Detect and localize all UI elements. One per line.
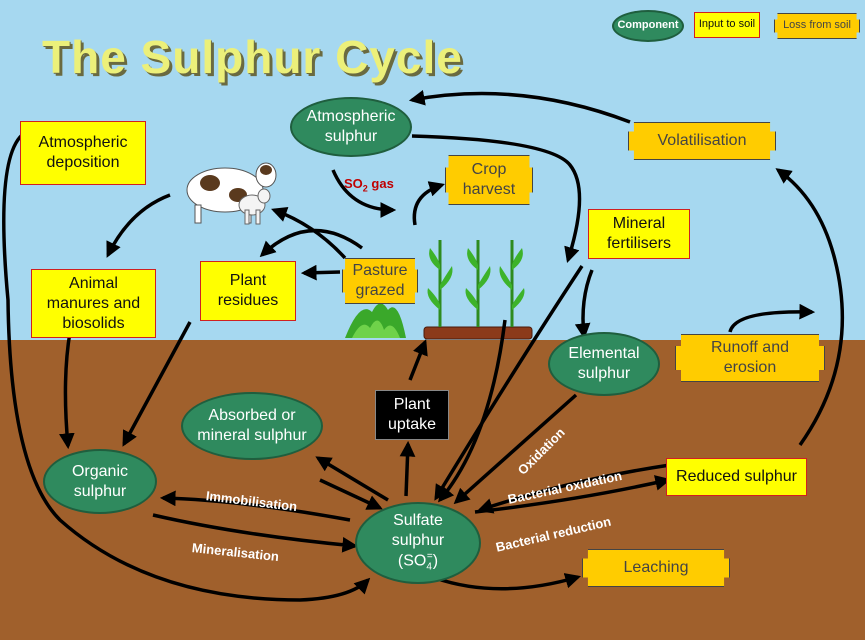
atmospheric-deposition-node: Atmospheric deposition (20, 121, 146, 185)
crop-harvest-node: Crop harvest (445, 155, 533, 205)
crop-plants-icon (423, 240, 533, 340)
pasture-grazed-node: Pasture grazed (342, 258, 418, 304)
sulfate-sulphur-node: Sulfate sulphur (SO4=) (355, 502, 481, 584)
page-title: The Sulphur Cycle (42, 31, 463, 83)
legend-input: Input to soil (694, 12, 760, 38)
leaching-node: Leaching (582, 549, 730, 587)
cow-icon (186, 162, 277, 225)
legend-component: Component (612, 10, 684, 42)
plant-uptake-node: Plant uptake (375, 390, 449, 440)
reduced-sulphur-node: Reduced sulphur (666, 458, 807, 496)
legend-loss: Loss from soil (774, 13, 860, 39)
elemental-sulphur-node: Elemental sulphur (548, 332, 660, 396)
volatilisation-node: Volatilisation (628, 122, 776, 160)
sulfate-line1: Sulfate (393, 512, 443, 530)
sulfate-line2: sulphur (391, 532, 445, 550)
runoff-erosion-node: Runoff and erosion (675, 334, 825, 382)
sulfate-formula: (SO4=) (397, 551, 439, 573)
mineral-fertilisers-node: Mineral fertilisers (588, 209, 690, 259)
so2-gas-label: SO2 gas (344, 176, 394, 194)
plant-residues-node: Plant residues (200, 261, 296, 321)
organic-sulphur-node: Organic sulphur (43, 449, 157, 514)
atmospheric-sulphur-node: Atmospheric sulphur (290, 97, 412, 157)
grass-icon (345, 303, 406, 338)
absorbed-mineral-sulphur-node: Absorbed or mineral sulphur (181, 392, 323, 460)
animal-manures-node: Animal manures and biosolids (31, 269, 156, 338)
